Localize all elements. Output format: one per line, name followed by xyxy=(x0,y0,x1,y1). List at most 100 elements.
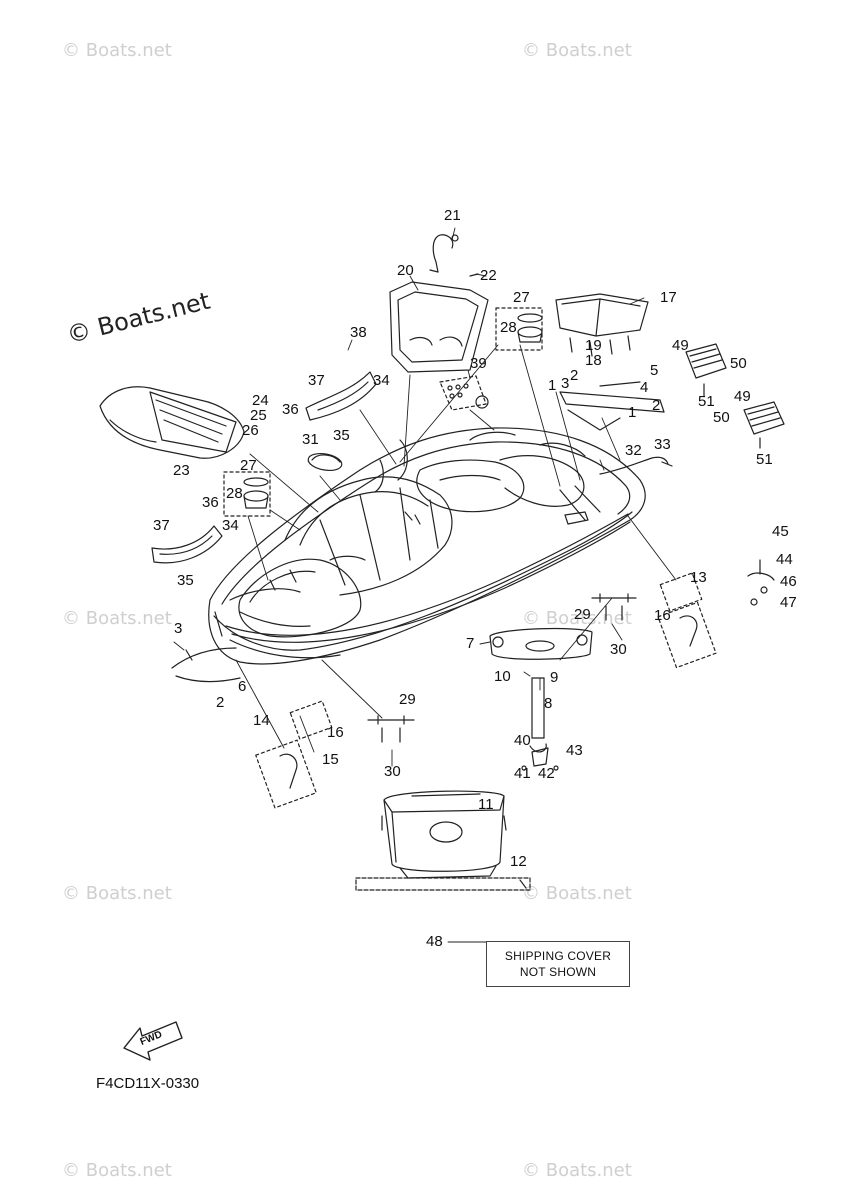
callout: 3 xyxy=(561,375,570,392)
part-12-strap xyxy=(355,877,531,891)
callout: 44 xyxy=(776,551,793,568)
callout: 18 xyxy=(585,352,602,369)
callout: 1 xyxy=(628,404,637,421)
watermark: © Boats.net xyxy=(62,1160,172,1181)
callout: 27 xyxy=(513,289,530,306)
callout: 14 xyxy=(253,712,270,729)
callout: 34 xyxy=(222,517,239,534)
callout: 26 xyxy=(242,422,259,439)
callout: 30 xyxy=(610,641,627,658)
watermark: © Boats.net xyxy=(62,883,172,904)
callout: 35 xyxy=(177,572,194,589)
callout: 46 xyxy=(780,573,797,590)
watermark: © Boats.net xyxy=(522,608,632,629)
callout: 34 xyxy=(373,372,390,389)
callout: 8 xyxy=(544,695,553,712)
callout: 27 xyxy=(240,457,257,474)
part-2-rub-rail xyxy=(171,647,241,683)
leader-lines xyxy=(173,227,677,943)
part-27-cup-holder-top xyxy=(495,307,543,351)
part-31-mirror xyxy=(307,452,343,472)
callout: 12 xyxy=(510,853,527,870)
part-20-seat-back xyxy=(389,234,489,373)
part-13-tie-down xyxy=(657,572,717,669)
callout: 29 xyxy=(399,691,416,708)
part-8-ladder xyxy=(529,677,547,753)
callout: 15 xyxy=(322,751,339,768)
part-7-storage-lid xyxy=(489,627,593,660)
shipping-note-line1: SHIPPING COVER xyxy=(504,949,612,963)
callout: 51 xyxy=(756,451,773,468)
part-49-step-pad xyxy=(685,343,785,449)
callout: 6 xyxy=(238,678,247,695)
watermark: © Boats.net xyxy=(62,40,172,61)
fwd-arrow-icon xyxy=(123,1021,183,1061)
callout: 2 xyxy=(216,694,225,711)
part-34-grab-handle-upper xyxy=(305,371,377,421)
callout: 10 xyxy=(494,668,511,685)
shipping-note-line2: NOT SHOWN xyxy=(519,965,597,979)
part-14-tie-down xyxy=(255,700,333,809)
callout: 33 xyxy=(654,436,671,453)
callout: 40 xyxy=(514,732,531,749)
callout: 31 xyxy=(302,431,319,448)
callout: 16 xyxy=(327,724,344,741)
part-34-grab-handle-lower xyxy=(151,525,223,564)
callout: 13 xyxy=(690,569,707,586)
callout: 41 xyxy=(514,765,531,782)
drawing-code: F4CD11X-0330 xyxy=(96,1075,200,1092)
callout: 21 xyxy=(444,207,461,224)
part-17-storage xyxy=(555,293,649,357)
part-44-hardware xyxy=(747,559,775,606)
callout: 51 xyxy=(698,393,715,410)
part-32-cable xyxy=(599,456,673,475)
callout: 28 xyxy=(500,319,517,336)
part-1-rail-bracket xyxy=(559,381,665,431)
watermark: © Boats.net xyxy=(522,40,632,61)
callout: 3 xyxy=(174,620,183,637)
callout: 36 xyxy=(282,401,299,418)
callout: 32 xyxy=(625,442,642,459)
callout: 28 xyxy=(226,485,243,502)
callout: 7 xyxy=(466,635,475,652)
callout: 49 xyxy=(734,388,751,405)
callout: 22 xyxy=(480,267,497,284)
callout: 24 xyxy=(252,392,269,409)
callout: 19 xyxy=(585,337,602,354)
callout: 37 xyxy=(308,372,325,389)
callout: 20 xyxy=(397,262,414,279)
callout: 45 xyxy=(772,523,789,540)
callout: 35 xyxy=(333,427,350,444)
callout: 2 xyxy=(570,367,579,384)
callout: 50 xyxy=(713,409,730,426)
callout: 47 xyxy=(780,594,797,611)
callout: 36 xyxy=(202,494,219,511)
callout: 2 xyxy=(652,397,661,414)
callout: 50 xyxy=(730,355,747,372)
callout: 42 xyxy=(538,765,555,782)
hull-assembly xyxy=(208,427,646,665)
part-29-cleat xyxy=(367,593,637,743)
callout: 17 xyxy=(660,289,677,306)
shipping-cover-note: SHIPPING COVER NOT SHOWN xyxy=(486,941,630,987)
watermark: © Boats.net xyxy=(522,1160,632,1181)
callout: 23 xyxy=(173,462,190,479)
callout: 1 xyxy=(548,377,557,394)
watermark: © Boats.net xyxy=(522,883,632,904)
callout: 43 xyxy=(566,742,583,759)
callout: 38 xyxy=(350,324,367,341)
callout: 4 xyxy=(640,379,649,396)
part-39-switch-panel xyxy=(439,375,489,411)
callout: 5 xyxy=(650,362,659,379)
part-40-latch xyxy=(521,747,559,771)
watermark: © Boats.net xyxy=(62,608,172,629)
callout: 30 xyxy=(384,763,401,780)
callout: 49 xyxy=(672,337,689,354)
part-23-bow-cushion xyxy=(99,386,245,459)
part-27-cup-holder-left xyxy=(223,471,271,517)
callout: 48 xyxy=(426,933,443,950)
callout: 16 xyxy=(654,607,671,624)
part-11-cooler xyxy=(381,790,507,879)
